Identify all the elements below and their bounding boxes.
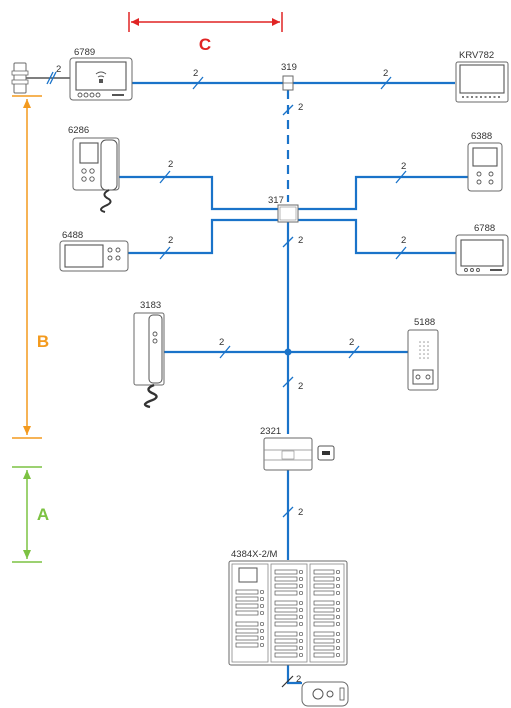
label-krv782: KRV782: [459, 50, 494, 61]
label-4384x: 4384X-2/M: [231, 549, 278, 560]
label-6488: 6488: [62, 230, 83, 241]
intercom-6388: 6388: [467, 131, 503, 192]
label-6286: 6286: [68, 125, 89, 136]
distributor-317: 317: [268, 195, 299, 223]
handset-cord: [100, 189, 112, 213]
dimension-c: C: [128, 12, 283, 54]
svg-text:2: 2: [383, 68, 388, 79]
handset-3183: 3183: [133, 300, 165, 409]
handset-cord: [143, 383, 158, 409]
svg-text:2: 2: [298, 102, 303, 113]
svg-text:2: 2: [193, 68, 198, 79]
door-station-5188: 5188: [407, 317, 439, 391]
handset-6286: 6286: [68, 125, 120, 213]
svg-text:2: 2: [298, 235, 303, 246]
svg-text:2: 2: [219, 337, 224, 348]
label-6388: 6388: [471, 131, 492, 142]
label-319: 319: [281, 62, 297, 73]
label-6788: 6788: [474, 223, 495, 234]
svg-text:2: 2: [298, 381, 303, 392]
label-6789: 6789: [74, 47, 95, 58]
wire-camera: [286, 664, 302, 685]
svg-text:2: 2: [401, 235, 406, 246]
dimension-c-label: C: [199, 35, 211, 54]
label-5188: 5188: [414, 317, 435, 328]
power-supply-2321: 2321: [260, 426, 335, 471]
power-supply-module: [11, 62, 29, 94]
junction-dot: [284, 348, 292, 356]
wire-6286: [118, 175, 278, 211]
wire-6788: [298, 218, 456, 255]
svg-text:2: 2: [401, 161, 406, 172]
wire-6388: [298, 175, 468, 211]
svg-text:2: 2: [56, 64, 61, 75]
label-317: 317: [268, 195, 284, 206]
svg-text:2: 2: [168, 159, 173, 170]
monitor-6789: 6789: [69, 47, 133, 101]
svg-text:2: 2: [296, 674, 301, 685]
label-3183: 3183: [140, 300, 161, 311]
entrance-panel-4384x: 4384X-2/M: [228, 549, 348, 666]
dimension-a: A: [12, 466, 49, 563]
svg-text:2: 2: [349, 337, 354, 348]
dimension-a-label: A: [37, 505, 49, 524]
wifi-icon: [95, 71, 107, 78]
monitor-krv782: KRV782: [455, 50, 509, 103]
camera-module: [301, 681, 349, 707]
svg-text:2: 2: [168, 235, 173, 246]
svg-text:2: 2: [298, 507, 303, 518]
wire-6488: [128, 218, 278, 255]
dimension-b-label: B: [37, 332, 49, 351]
label-2321: 2321: [260, 426, 281, 437]
monitor-6788: 6788: [455, 223, 509, 276]
dimension-b: B: [12, 95, 49, 439]
distributor-319: 319: [281, 62, 297, 91]
monitor-6488: 6488: [59, 230, 129, 272]
wire-counts: 2 2 2 2 2 2 2 2 2 2 2 2 2 2: [46, 64, 407, 688]
